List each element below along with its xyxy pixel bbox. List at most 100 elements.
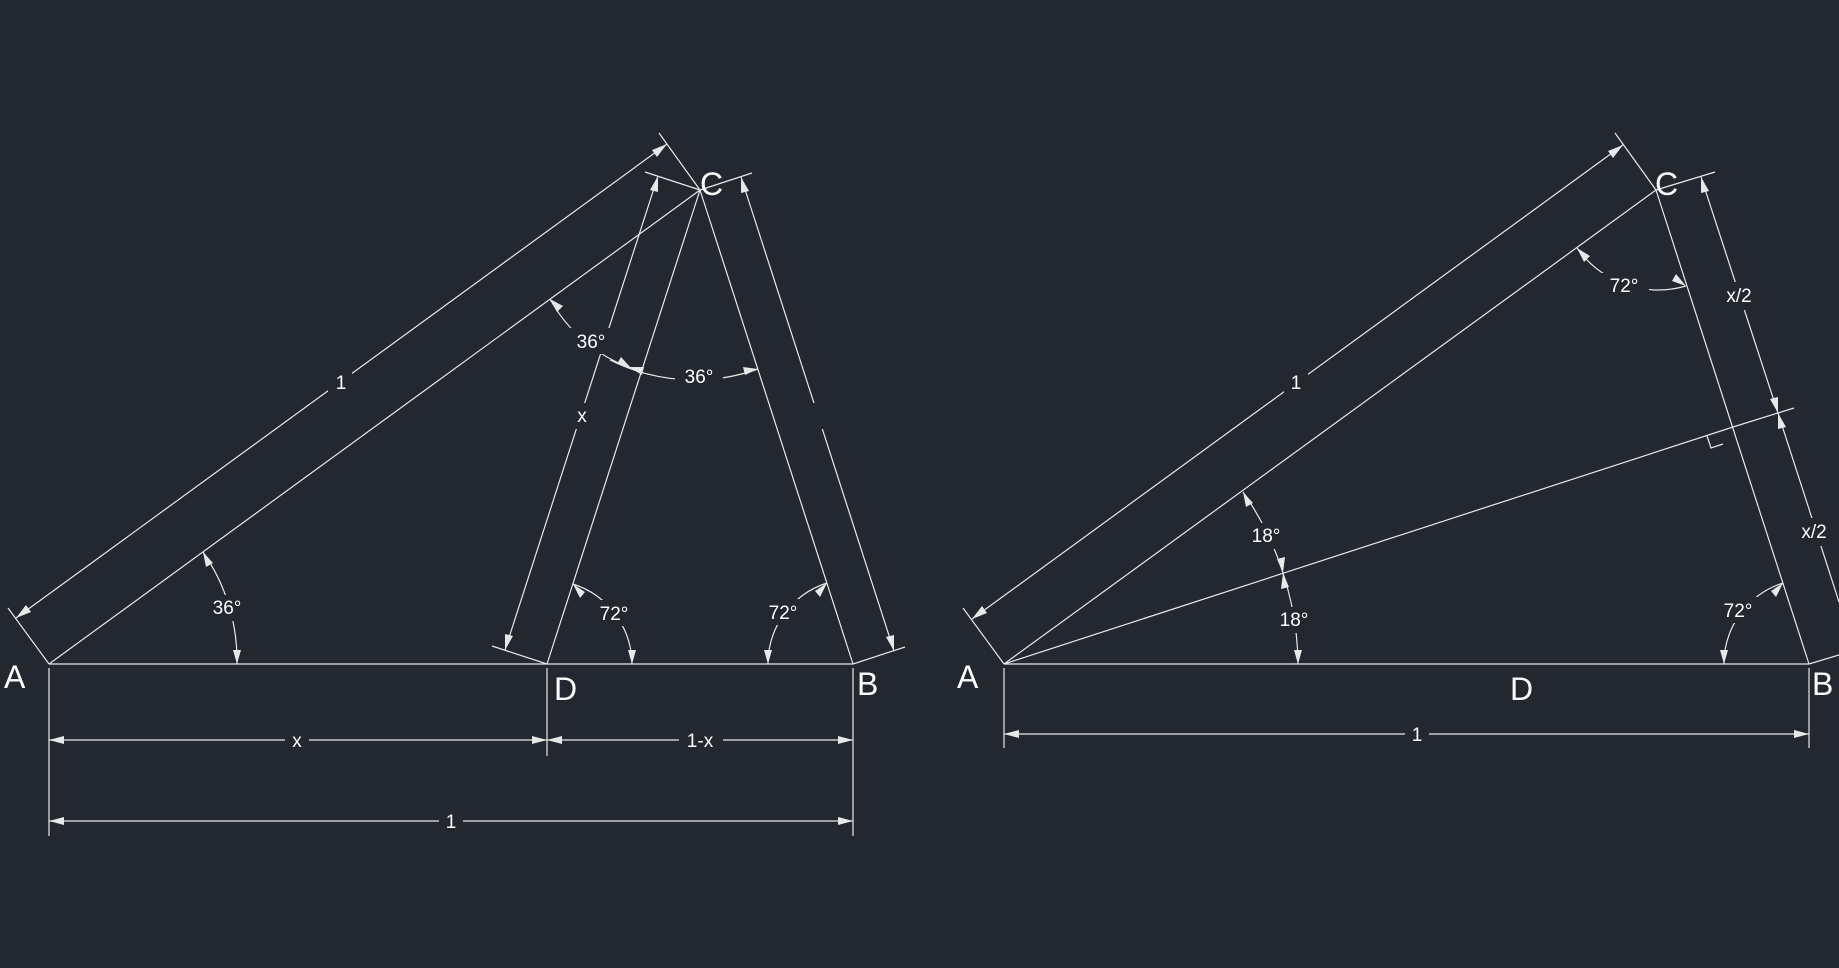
right-mask-mb bbox=[1792, 518, 1836, 546]
left-arrow-angle-cdb-1 bbox=[573, 584, 585, 598]
left-arrow-ab-2 bbox=[838, 817, 853, 825]
left-arrow-angle-b-1 bbox=[815, 583, 827, 597]
right-mask-angle-c bbox=[1601, 273, 1649, 299]
right-mask-cm bbox=[1716, 282, 1762, 310]
left-mask-angle-a bbox=[207, 595, 253, 621]
right-angle-label-c: 72° bbox=[1610, 276, 1639, 297]
left-dim-label-ac: 1 bbox=[336, 373, 347, 394]
left-angle-label-dcb: 36° bbox=[685, 367, 714, 388]
left-arrow-dc-2 bbox=[650, 176, 658, 192]
right-arrow-cm-1 bbox=[1701, 177, 1709, 193]
left-arrow-ad-2 bbox=[532, 736, 547, 744]
right-figure: 1 x/2 x/2 1 72° 18° bbox=[957, 132, 1839, 748]
right-ext-c bbox=[1655, 171, 1716, 191]
right-arrow-angle-b-1 bbox=[1771, 583, 1783, 597]
right-mask-angle-lower bbox=[1271, 607, 1317, 633]
left-arrow-angle-dcb-2 bbox=[743, 367, 758, 375]
right-mask-angle-upper bbox=[1243, 523, 1289, 549]
left-arrow-db-1 bbox=[547, 736, 562, 744]
right-dim-label-ab: 1 bbox=[1412, 725, 1423, 746]
left-arrow-db-2 bbox=[838, 736, 853, 744]
left-arrow-ab-1 bbox=[49, 817, 64, 825]
left-ext-ac-a bbox=[7, 607, 50, 665]
left-ext-cb-c bbox=[699, 172, 753, 191]
right-arrow-ac-1 bbox=[972, 606, 987, 619]
right-mask-angle-b bbox=[1715, 597, 1761, 623]
right-dim-line-mb bbox=[1777, 412, 1839, 603]
left-arrow-angle-acd-1 bbox=[550, 299, 563, 312]
right-angle-label-lower: 18° bbox=[1280, 610, 1309, 631]
right-point-d: D bbox=[1510, 671, 1533, 707]
right-dim-label-mb: x/2 bbox=[1801, 522, 1826, 543]
right-arrow-angle-lower-2 bbox=[1294, 650, 1302, 664]
right-angle-label-b: 72° bbox=[1724, 601, 1753, 622]
left-point-d: D bbox=[554, 671, 577, 707]
left-arrow-angle-cdb-2 bbox=[628, 650, 636, 664]
right-point-c: C bbox=[1655, 166, 1678, 202]
right-arrow-ac-2 bbox=[1608, 145, 1623, 158]
right-angle-marker bbox=[1706, 435, 1724, 449]
left-arrow-ad-1 bbox=[49, 736, 64, 744]
left-arrow-ac-2 bbox=[652, 144, 667, 157]
left-ext-ac-c bbox=[658, 132, 701, 191]
right-mask-ab bbox=[1405, 722, 1429, 746]
left-mask-angle-acd bbox=[569, 328, 615, 354]
left-angle-label-a: 36° bbox=[213, 598, 242, 619]
right-arrow-ab-2 bbox=[1794, 730, 1809, 738]
right-ext-b bbox=[1808, 654, 1839, 665]
left-arrow-ac-1 bbox=[16, 605, 31, 618]
right-angle-arc-b bbox=[1723, 582, 1784, 665]
right-arrow-cm-2 bbox=[1770, 397, 1778, 413]
left-arrow-cb-2 bbox=[886, 635, 894, 651]
right-point-a: A bbox=[957, 659, 979, 695]
right-ext-m bbox=[1732, 407, 1795, 428]
left-figure: 1 x x 1-x 1 bbox=[4, 132, 906, 836]
right-arrow-angle-b-2 bbox=[1720, 650, 1728, 664]
left-ext-dc-c bbox=[644, 171, 701, 191]
left-side-ac bbox=[48, 189, 701, 665]
left-point-c: C bbox=[700, 166, 723, 202]
left-angle-label-b: 72° bbox=[769, 603, 798, 624]
left-mask-db bbox=[679, 728, 723, 752]
right-arrow-angle-c-1 bbox=[1577, 248, 1590, 262]
right-dim-label-cm: x/2 bbox=[1726, 286, 1751, 307]
left-side-cb bbox=[699, 189, 854, 665]
right-arrow-angle-upper-1 bbox=[1243, 492, 1253, 507]
left-arrow-dc-1 bbox=[505, 634, 513, 650]
left-arrow-angle-a-1 bbox=[203, 552, 213, 567]
left-dim-label-ad: x bbox=[292, 731, 302, 752]
left-dim-label-ab: 1 bbox=[446, 812, 457, 833]
right-angle-label-upper: 18° bbox=[1252, 526, 1281, 547]
right-side-ac bbox=[1003, 189, 1657, 665]
left-ext-dc-d bbox=[491, 645, 548, 665]
left-mask-ab bbox=[439, 809, 463, 833]
left-point-a: A bbox=[4, 659, 26, 695]
left-arrow-angle-a-2 bbox=[233, 650, 241, 664]
left-mask-ad bbox=[285, 728, 309, 752]
right-point-b: B bbox=[1812, 666, 1833, 702]
left-mask-ac bbox=[328, 370, 352, 394]
left-dim-label-db: 1-x bbox=[687, 731, 714, 752]
left-angle-label-acd: 36° bbox=[577, 332, 606, 353]
left-mask-angle-dcb bbox=[675, 364, 723, 390]
left-dim-label-dc: x bbox=[577, 406, 587, 427]
left-point-b: B bbox=[857, 666, 878, 702]
right-arrow-mb-1 bbox=[1778, 413, 1786, 429]
right-dim-label-ac: 1 bbox=[1291, 373, 1302, 394]
left-arrow-cb-1 bbox=[741, 177, 749, 193]
left-ext-cb-b bbox=[852, 646, 906, 665]
left-arrow-angle-b-2 bbox=[764, 650, 772, 664]
left-angle-label-cdb: 72° bbox=[600, 604, 629, 625]
right-arrow-angle-c-2 bbox=[1672, 274, 1686, 286]
right-arrow-angle-lower-1 bbox=[1281, 573, 1289, 589]
right-arrow-ab-1 bbox=[1004, 730, 1019, 738]
right-mask-ac bbox=[1284, 370, 1308, 394]
left-mask-dc bbox=[571, 403, 593, 429]
left-mask-angle-cdb bbox=[591, 600, 637, 626]
right-ext-ac-a bbox=[962, 607, 1005, 665]
left-mask-angle-b bbox=[760, 599, 806, 625]
left-mask-cb bbox=[803, 403, 825, 429]
left-arrow-angle-acd-2 bbox=[617, 357, 631, 368]
left-arrow-angle-dcb-1 bbox=[629, 367, 644, 375]
